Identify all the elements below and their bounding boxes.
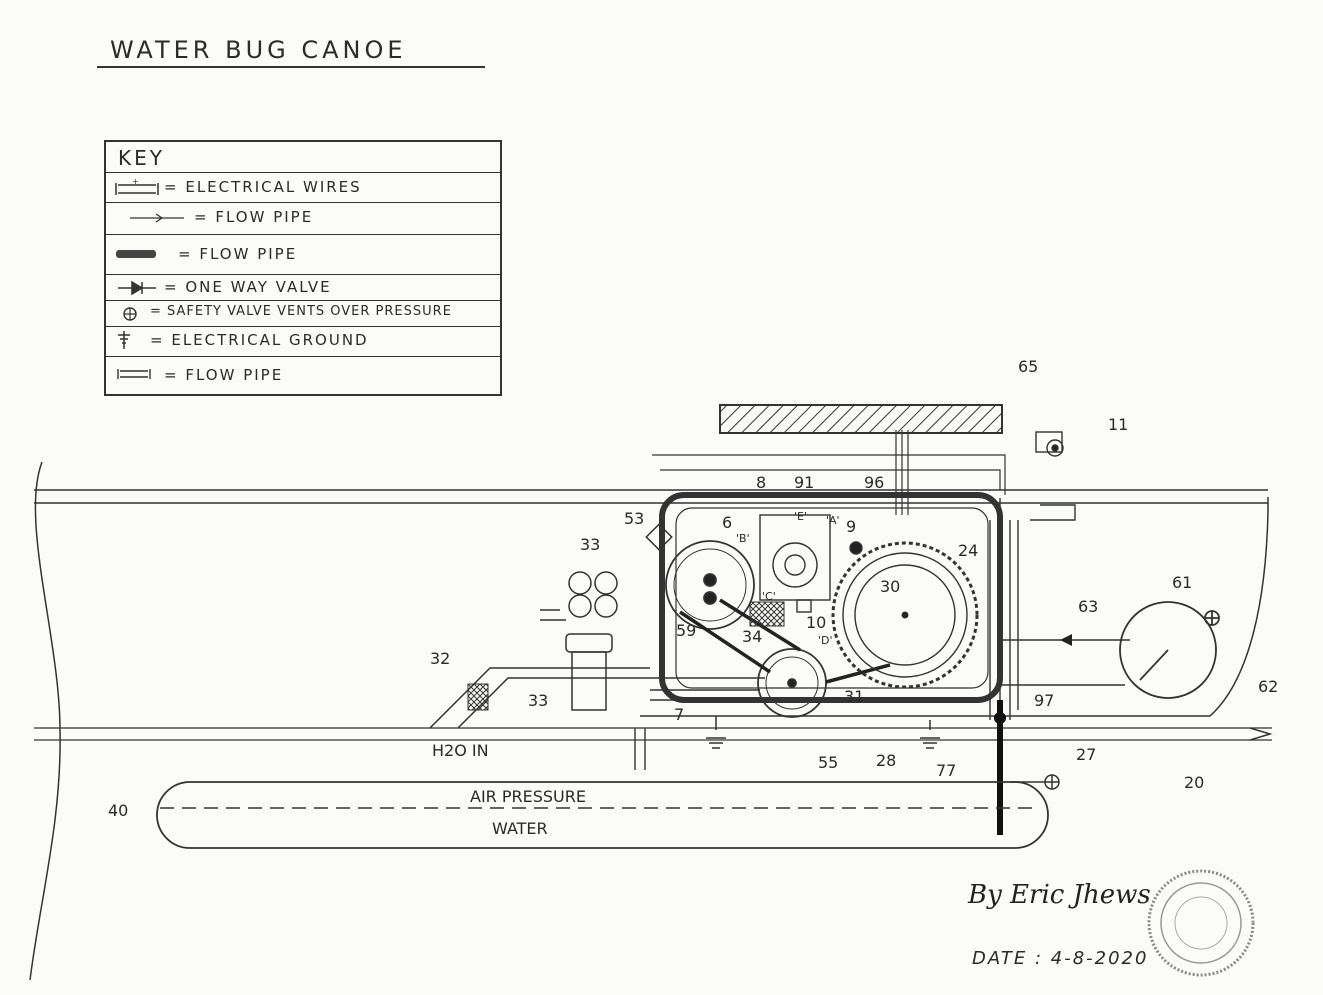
valve-53: [645, 523, 673, 551]
label-63: 63: [1078, 597, 1098, 616]
label-e: 'E': [794, 510, 807, 523]
drawing-title: WATER BUG CANOE: [110, 36, 407, 64]
label-53: 53: [624, 509, 644, 528]
label-water-in: H2O IN: [432, 741, 489, 760]
key-row-flow-pipe-thick: = FLOW PIPE: [106, 234, 500, 275]
controller-11: [1035, 431, 1064, 457]
key-text-flow-pipe-double: = FLOW PIPE: [164, 366, 284, 384]
key-text-electrical-wires: = ELECTRICAL WIRES: [164, 178, 362, 196]
label-20: 20: [1184, 773, 1204, 792]
solar-panel: [719, 404, 1003, 434]
label-air-pressure: AIR PRESSURE: [470, 787, 586, 806]
battery-34: [749, 601, 785, 627]
flow-pipes: [634, 498, 1130, 770]
label-62: 62: [1258, 677, 1278, 696]
key-heading: KEY: [118, 146, 165, 170]
motor-housing: [652, 430, 1006, 703]
label-11: 11: [1108, 415, 1128, 434]
key-row-flow-pipe-thin: = FLOW PIPE: [106, 202, 500, 235]
electrical-wires-icon: +: [115, 177, 159, 195]
pump-33: [540, 571, 618, 711]
label-b: 'B': [736, 532, 750, 545]
key-text-safety-valve: = SAFETY VALVE VENTS OVER PRESSURE: [150, 304, 452, 319]
label-91: 91: [794, 473, 814, 492]
part-labels: 65 11 8 91 96 53 6 'B' 'E' 'A' 9 24 33 3…: [108, 357, 1278, 838]
one-way-valve-icon: [118, 280, 156, 296]
motor-8: [759, 514, 863, 613]
signature: By Eric Jhews: [968, 880, 1151, 910]
label-27: 27: [1076, 745, 1096, 764]
thick-pipe-icon: [116, 250, 156, 258]
key-row-electrical-wires: + = ELECTRICAL WIRES: [106, 172, 500, 203]
label-65: 65: [1018, 357, 1038, 376]
label-96: 96: [864, 473, 884, 492]
arrow-line-icon: [130, 213, 184, 223]
key-text-one-way-valve: = ONE WAY VALVE: [164, 278, 332, 296]
key-row-flow-pipe-double: = FLOW PIPE: [106, 356, 500, 393]
label-24: 24: [958, 541, 978, 560]
label-d: 'D': [818, 634, 833, 647]
safety-valve-27: [1010, 774, 1060, 790]
label-33-top: 33: [580, 535, 600, 554]
key-row-one-way-valve: = ONE WAY VALVE: [106, 274, 500, 301]
ground-symbols: [706, 716, 940, 749]
label-30: 30: [880, 577, 900, 596]
label-61: 61: [1172, 573, 1192, 592]
canoe-hull: [29, 461, 1273, 981]
svg-text:+: +: [132, 177, 139, 186]
label-32: 32: [430, 649, 450, 668]
key-text-flow-pipe-thick: = FLOW PIPE: [178, 245, 298, 263]
label-77: 77: [936, 761, 956, 780]
date: DATE : 4-8-2020: [972, 948, 1149, 969]
pulley-55: [757, 648, 827, 718]
label-33-bottom: 33: [528, 691, 548, 710]
label-28: 28: [876, 751, 896, 770]
label-c: 'C': [762, 590, 776, 603]
one-way-valve-63: [1060, 634, 1072, 646]
junction-97: [994, 712, 1006, 724]
filter-32: [467, 683, 489, 711]
label-31: 31: [844, 687, 864, 706]
label-8: 8: [756, 473, 766, 492]
label-6: 6: [722, 513, 732, 532]
intake-pipe: [429, 667, 650, 729]
key-text-electrical-ground: = ELECTRICAL GROUND: [150, 331, 369, 349]
label-9: 9: [846, 517, 856, 536]
key-row-electrical-ground: = ELECTRICAL GROUND: [106, 326, 500, 357]
reservoir-40: [156, 781, 1049, 849]
safety-valve-icon: [123, 307, 137, 321]
label-40: 40: [108, 801, 128, 820]
tank-61: [1119, 601, 1220, 699]
label-7: 7: [674, 705, 684, 724]
label-55: 55: [818, 753, 838, 772]
title-underline: [97, 66, 485, 68]
gear-24: [831, 541, 979, 689]
label-water: WATER: [492, 819, 548, 838]
label-34: 34: [742, 627, 762, 646]
label-a: 'A': [826, 514, 840, 527]
label-10: 10: [806, 613, 826, 632]
double-pipe-icon: [117, 369, 151, 379]
key-row-safety-valve: = SAFETY VALVE VENTS OVER PRESSURE: [106, 300, 500, 327]
key-text-flow-pipe-thin: = FLOW PIPE: [194, 208, 314, 226]
corporate-seal: [1147, 869, 1255, 977]
label-97: 97: [1034, 691, 1054, 710]
pulley-6: [665, 540, 755, 630]
label-59: 59: [676, 621, 696, 640]
legend-key: KEY + = ELECTRICAL WIRES = FLOW PIPE = F…: [104, 140, 502, 396]
ground-icon: [118, 331, 130, 349]
